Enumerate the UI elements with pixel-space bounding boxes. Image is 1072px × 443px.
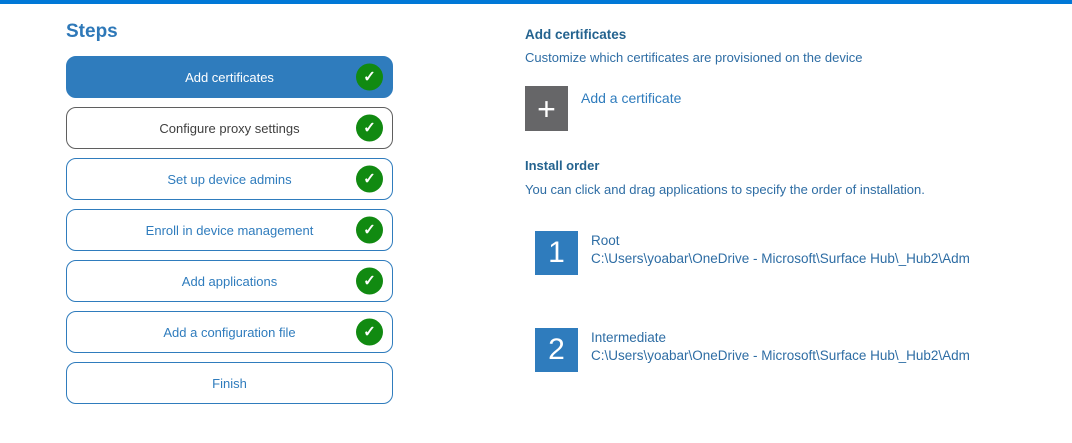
order-number-badge: 2 <box>535 328 578 372</box>
check-icon: ✓ <box>356 114 383 142</box>
content-panel: Add certificates Customize which certifi… <box>525 27 1065 372</box>
step-set-up-device-admins[interactable]: Set up device admins ✓ <box>66 158 393 200</box>
step-add-certificates[interactable]: Add certificates ✓ <box>66 56 393 98</box>
section-subtitle: Customize which certificates are provisi… <box>525 50 863 65</box>
install-order-item[interactable]: 2 Intermediate C:\Users\yoabar\OneDrive … <box>535 328 1065 372</box>
step-add-applications[interactable]: Add applications ✓ <box>66 260 393 302</box>
plus-icon[interactable]: + <box>525 86 568 131</box>
step-label: Add certificates <box>185 69 274 85</box>
check-icon: ✓ <box>356 216 383 244</box>
check-icon: ✓ <box>356 165 383 193</box>
order-item-path: C:\Users\yoabar\OneDrive - Microsoft\Sur… <box>591 348 970 363</box>
check-icon: ✓ <box>356 63 383 91</box>
install-order-subtitle: You can click and drag applications to s… <box>525 182 925 197</box>
step-configure-proxy-settings[interactable]: Configure proxy settings ✓ <box>66 107 393 149</box>
order-item-name: Intermediate <box>591 330 667 345</box>
order-item-path: C:\Users\yoabar\OneDrive - Microsoft\Sur… <box>591 251 970 266</box>
step-label: Enroll in device management <box>145 222 314 238</box>
install-order-title: Install order <box>525 158 600 173</box>
add-certificate-label[interactable]: Add a certificate <box>581 90 682 106</box>
order-item-text: Root C:\Users\yoabar\OneDrive - Microsof… <box>591 231 970 266</box>
check-icon: ✓ <box>356 318 383 346</box>
step-label: Finish <box>212 375 247 391</box>
step-label: Set up device admins <box>167 171 292 187</box>
step-add-a-configuration-file[interactable]: Add a configuration file ✓ <box>66 311 393 353</box>
add-certificate-button[interactable]: + Add a certificate <box>525 86 1065 131</box>
order-item-text: Intermediate C:\Users\yoabar\OneDrive - … <box>591 328 970 363</box>
step-label: Configure proxy settings <box>159 120 300 136</box>
top-accent-bar <box>0 0 1072 4</box>
check-icon: ✓ <box>356 267 383 295</box>
section-title: Add certificates <box>525 27 627 42</box>
install-order-item[interactable]: 1 Root C:\Users\yoabar\OneDrive - Micros… <box>535 231 1065 275</box>
step-enroll-in-device-management[interactable]: Enroll in device management ✓ <box>66 209 393 251</box>
step-finish[interactable]: Finish <box>66 362 393 404</box>
step-label: Add applications <box>181 273 278 289</box>
steps-panel: Steps Add certificates ✓ Configure proxy… <box>66 21 393 413</box>
step-label: Add a configuration file <box>163 324 296 340</box>
order-item-name: Root <box>591 233 620 248</box>
order-number-badge: 1 <box>535 231 578 275</box>
steps-title: Steps <box>66 21 118 42</box>
